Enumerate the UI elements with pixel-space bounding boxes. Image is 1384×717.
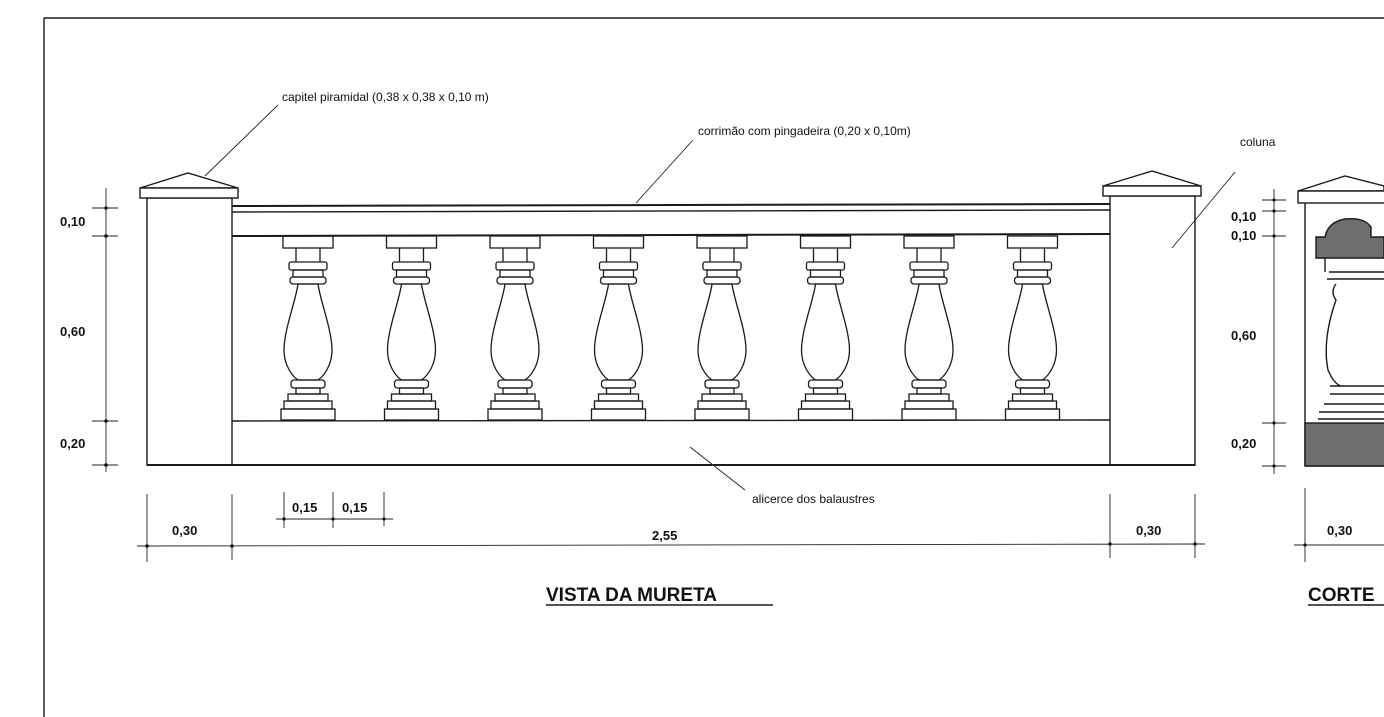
baluster <box>694 235 750 421</box>
view-title: VISTA DA MURETA <box>546 585 717 606</box>
section-horizontal-dimension <box>1294 488 1384 562</box>
baluster <box>590 235 647 421</box>
dim-section-top-b: 0,10 <box>1231 228 1256 243</box>
dim-section-bottom: 0,20 <box>1231 436 1256 451</box>
balusters <box>280 235 1061 421</box>
capitel-leader <box>204 104 279 177</box>
left-column <box>139 172 239 466</box>
capitel-label: capitel piramidal (0,38 x 0,38 x 0,10 m) <box>282 90 489 104</box>
baluster <box>901 235 957 421</box>
coluna-label: coluna <box>1240 135 1276 149</box>
dim-section-top-a: 0,10 <box>1231 209 1256 224</box>
dim-column-right: 0,30 <box>1136 523 1161 538</box>
baluster-base <box>147 419 1195 466</box>
left-capital <box>139 172 239 199</box>
elevation-view: capitel piramidal (0,38 x 0,38 x 0,10 m)… <box>60 90 1276 606</box>
baluster <box>797 235 854 421</box>
dim-baluster-a: 0,15 <box>292 500 317 515</box>
dim-column-left: 0,30 <box>172 523 197 538</box>
baluster <box>280 235 336 421</box>
baluster <box>383 235 440 421</box>
alicerce-leader <box>689 446 746 491</box>
dim-left-bottom: 0,20 <box>60 436 85 451</box>
dim-section-width: 0,30 <box>1327 523 1352 538</box>
section-vertical-dimension <box>1262 189 1286 474</box>
alicerce-label: alicerce dos balaustres <box>752 492 875 506</box>
section-view: 0,10 0,10 0,60 0,20 0,30 CORTE <box>1231 175 1384 606</box>
corrimao-leader <box>635 139 694 204</box>
section-title: CORTE <box>1308 585 1375 606</box>
baluster <box>1004 235 1061 421</box>
left-vertical-dimension <box>92 188 118 472</box>
dim-baluster-b: 0,15 <box>342 500 367 515</box>
dim-left-middle: 0,60 <box>60 324 85 339</box>
section-baluster <box>1318 258 1384 420</box>
dim-left-top: 0,10 <box>60 214 85 229</box>
dim-section-middle: 0,60 <box>1231 328 1256 343</box>
bottom-horizontal-dimension <box>136 492 1206 562</box>
handrail <box>231 203 1111 237</box>
section-column <box>1297 175 1384 467</box>
corrimao-label: corrimão com pingadeira (0,20 x 0,10m) <box>698 124 911 138</box>
right-capital <box>1102 170 1202 197</box>
sheet-frame <box>43 17 1384 717</box>
coluna-leader <box>1171 171 1236 249</box>
baluster <box>487 235 543 421</box>
right-column <box>1102 170 1202 466</box>
dim-span: 2,55 <box>652 528 677 543</box>
